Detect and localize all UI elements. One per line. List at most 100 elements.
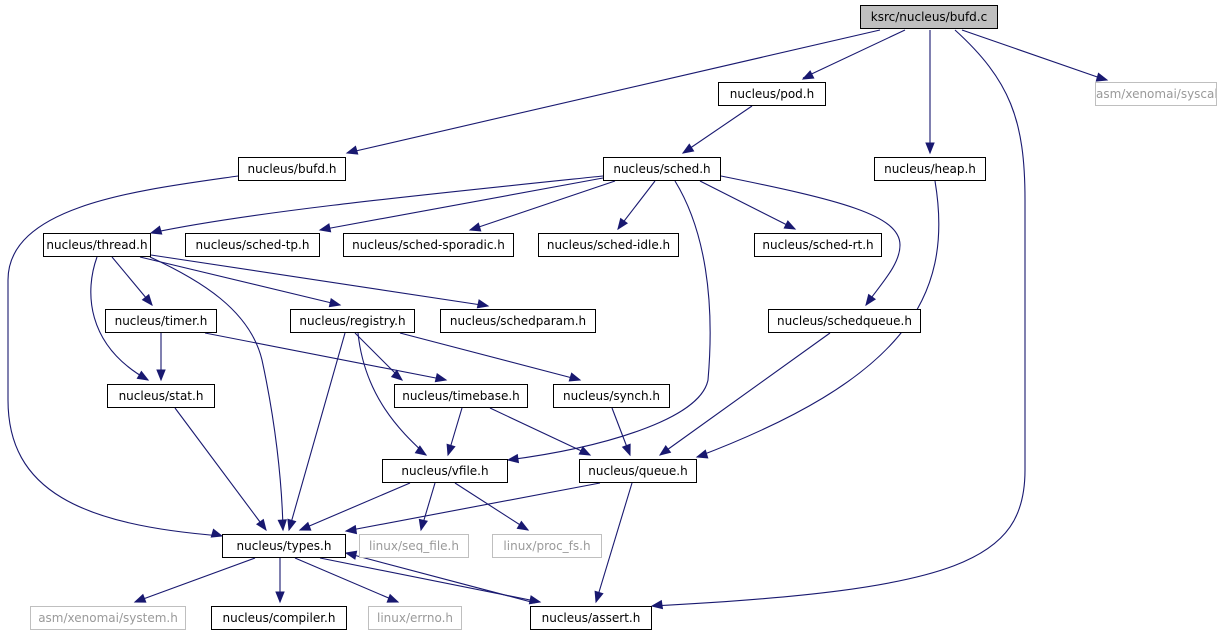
node-proc-fs-h: linux/proc_fs.h [492,534,602,558]
edge-assert-h-types-h [344,550,536,604]
node-types-h[interactable]: nucleus/types.h [222,534,346,558]
edge-assert-h-types-h-line [345,552,536,604]
node-sched-rt-h[interactable]: nucleus/sched-rt.h [754,233,882,257]
edge-bufd-c-heap-h [925,30,935,155]
edge-timer-h-timebase-h-arrowhead [434,373,448,383]
edge-stat-h-types-h-arrowhead [255,518,267,532]
edge-queue-h-types-h [344,482,601,535]
edge-sched-h-sched-sporadic-h-arrowhead [468,222,482,232]
edge-types-h-system-h-line [134,557,256,603]
edge-timebase-h-queue-h [489,407,592,456]
edge-bufd-c-syscall-h [961,29,1109,82]
node-errno-h: linux/errno.h [368,606,462,630]
edge-bufd-c-assert-h-line [651,29,1026,607]
edge-registry-h-types-h-arrowhead [287,518,297,532]
edge-sched-h-sched-rt-h-arrowhead [783,220,797,230]
edge-bufd-c-pod-h-line [802,29,906,79]
node-queue-h[interactable]: nucleus/queue.h [579,459,697,483]
edge-bufd-c-syscall-h-arrowhead [1095,72,1109,82]
node-bufd-c: ksrc/nucleus/bufd.c [860,5,998,29]
edge-sched-h-sched-sporadic-h-line [469,180,616,231]
node-thread-h[interactable]: nucleus/thread.h [43,233,151,257]
edge-timer-h-stat-h [156,333,166,382]
edge-registry-h-vfile-h-arrowhead [414,445,428,456]
edge-bufd-c-assert-h [650,29,1026,610]
node-registry-h[interactable]: nucleus/registry.h [290,309,415,333]
edge-registry-h-timebase-h [354,332,404,381]
node-stat-h[interactable]: nucleus/stat.h [107,384,215,408]
edge-thread-h-registry-h [139,256,342,308]
edge-thread-h-types-h-arrowhead [277,519,287,532]
edge-sched-h-sched-tp-h-line [319,177,604,231]
node-pod-h[interactable]: nucleus/pod.h [718,82,826,106]
node-seq-file-h: linux/seq_file.h [359,534,469,558]
edge-schedqueue-h-queue-h-arrowhead [658,444,672,456]
edge-bufd-h-types-h [7,175,239,538]
node-sched-sporadic-h[interactable]: nucleus/sched-sporadic.h [343,233,514,257]
edge-thread-h-stat-h-line [90,256,149,381]
edge-schedqueue-h-queue-h-line [659,332,831,456]
edge-synch-h-queue-h-arrowhead [621,443,631,457]
node-bufd-h[interactable]: nucleus/bufd.h [238,157,346,181]
edge-types-h-errno-h-line [294,557,399,603]
edge-queue-h-assert-h-line [595,482,633,603]
edge-thread-h-timer-h [111,256,153,307]
edge-sched-h-sched-tp-h-arrowhead [318,223,332,233]
edge-vfile-h-proc-fs-h-arrowhead [516,520,530,531]
edge-registry-h-types-h-line [288,332,346,531]
edge-sched-h-schedqueue-h-arrowhead [865,293,877,307]
node-sched-h[interactable]: nucleus/sched.h [603,157,721,181]
node-assert-h[interactable]: nucleus/assert.h [530,606,652,630]
edge-heap-h-queue-h [695,180,940,459]
edge-timebase-h-vfile-h-arrowhead [446,443,456,457]
edge-vfile-h-proc-fs-h-line [454,482,529,531]
edge-timer-h-stat-h-arrowhead [156,369,166,382]
node-timebase-h[interactable]: nucleus/timebase.h [394,384,528,408]
edge-queue-h-assert-h [594,482,633,604]
edge-sched-h-thread-h-line [150,175,604,234]
edge-thread-h-stat-h-arrowhead [136,370,150,381]
edge-vfile-h-types-h [298,482,411,531]
edge-thread-h-timer-h-arrowhead [141,293,153,307]
edge-timebase-h-queue-h-line [489,407,591,456]
edge-registry-h-vfile-h [357,332,428,456]
edge-sched-h-vfile-h-arrowhead [506,453,520,464]
node-schedparam-h[interactable]: nucleus/schedparam.h [440,309,596,333]
edge-registry-h-synch-h-line [399,332,581,381]
edge-pod-h-sched-h-arrowhead [681,143,695,154]
node-sched-idle-h[interactable]: nucleus/sched-idle.h [538,233,679,257]
node-timer-h[interactable]: nucleus/timer.h [105,309,217,333]
edge-stat-h-types-h-line [174,407,267,531]
node-sched-tp-h[interactable]: nucleus/sched-tp.h [185,233,320,257]
node-vfile-h[interactable]: nucleus/vfile.h [382,459,508,483]
edge-bufd-c-bufd-h [345,29,881,155]
edge-bufd-c-bufd-h-arrowhead [345,145,359,155]
edge-sched-h-vfile-h [506,180,711,464]
edge-pod-h-sched-h-line [682,105,753,154]
edge-types-h-system-h [133,557,256,603]
edge-vfile-h-seq-file-h-arrowhead [418,518,428,532]
edge-types-h-errno-h [294,557,400,603]
node-synch-h[interactable]: nucleus/synch.h [553,384,670,408]
edge-thread-h-types-h [149,256,287,532]
edge-timebase-h-vfile-h [446,407,463,457]
edge-queue-h-types-h-arrowhead [344,524,358,535]
node-schedqueue-h[interactable]: nucleus/schedqueue.h [768,309,921,333]
node-compiler-h[interactable]: nucleus/compiler.h [211,606,347,630]
node-syscall-h: asm/xenomai/syscall.h [1095,82,1217,106]
edge-sched-h-sched-tp-h [318,177,604,233]
edge-registry-h-timebase-h-arrowhead [390,369,404,381]
edge-heap-h-queue-h-line [696,180,940,458]
edge-bufd-c-assert-h-arrowhead [650,599,664,610]
edge-vfile-h-types-h-line [299,482,411,531]
edge-types-h-compiler-h-arrowhead [275,591,285,604]
edge-vfile-h-proc-fs-h [454,482,530,531]
node-heap-h[interactable]: nucleus/heap.h [874,157,986,181]
edge-heap-h-queue-h-arrowhead [695,449,709,459]
edge-types-h-system-h-arrowhead [133,593,147,603]
edge-bufd-c-pod-h [801,29,906,80]
edge-assert-h-types-h-arrowhead [344,550,358,560]
edge-sched-h-vfile-h-line [507,180,711,461]
